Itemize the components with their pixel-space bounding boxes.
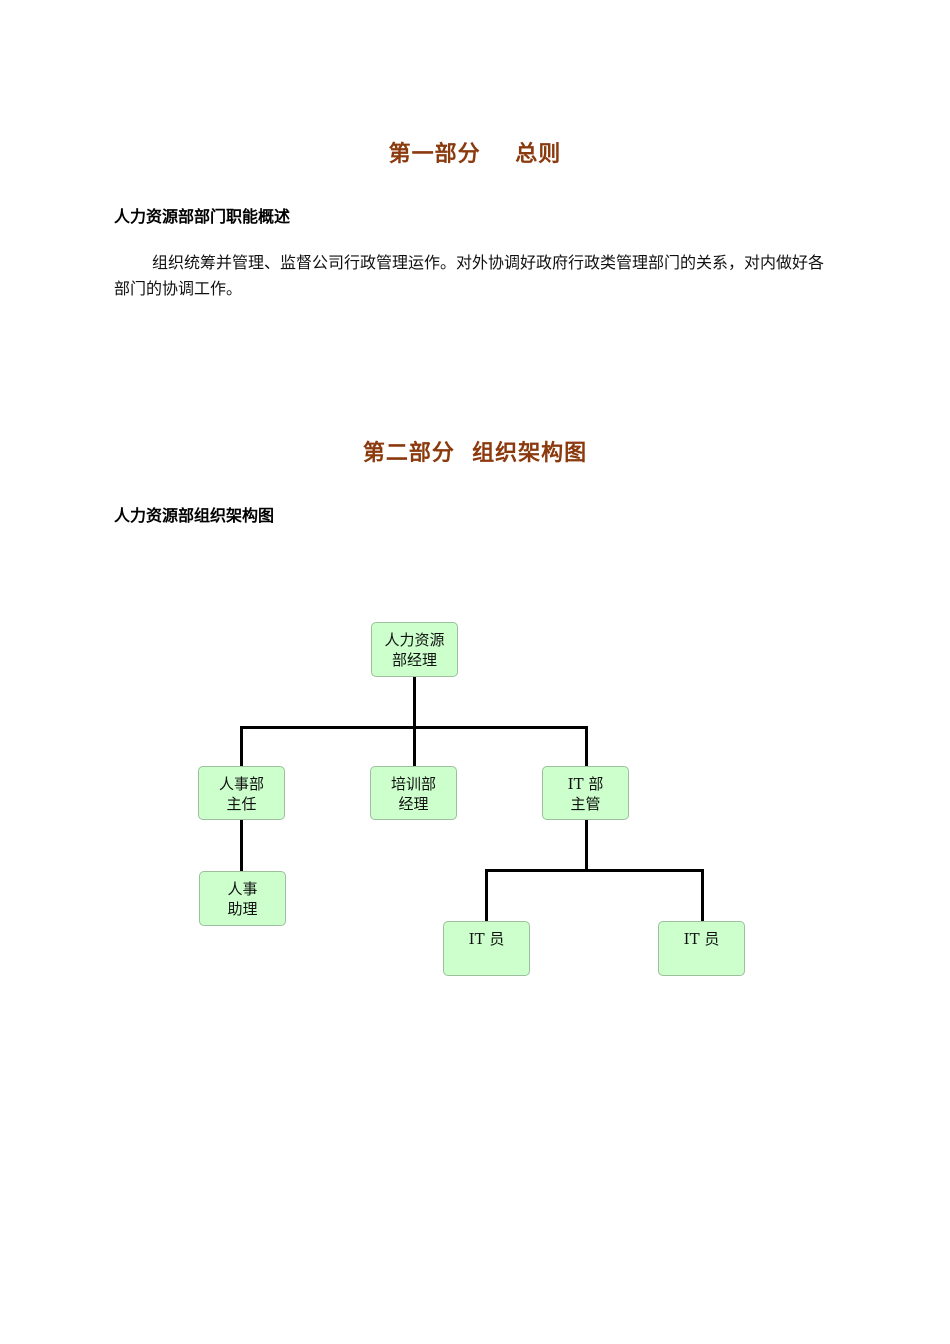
- node-hr-manager: 人力资源 部经理: [371, 622, 458, 677]
- part1-title: 第一部分 总则: [388, 141, 562, 167]
- part1-paragraph: 组织统筹并管理、监督公司行政管理运作。对外协调好政府行政类管理部门的关系，对内做…: [114, 253, 825, 298]
- connector-it-supervisor-down: [585, 819, 588, 871]
- connector-it-staff-2: [701, 869, 704, 921]
- node-hr-manager-line1: 人力资源: [384, 631, 445, 649]
- node-it-supervisor: IT 部 主管: [542, 766, 629, 820]
- part2-subtitle: 人力资源部组织架构图: [114, 506, 275, 525]
- node-training-manager: 培训部 经理: [370, 766, 457, 820]
- connector-it-staff-1: [485, 869, 488, 921]
- connector-root-down: [413, 676, 416, 728]
- connector-level2-horizontal: [485, 869, 704, 872]
- node-it-staff-1-line1: IT 员: [468, 930, 505, 948]
- node-hr-supervisor-line2: 主任: [226, 795, 257, 813]
- node-hr-assistant: 人事 助理: [199, 871, 286, 926]
- node-hr-manager-line2: 部经理: [391, 651, 437, 669]
- node-it-staff-2-line1: IT 员: [683, 930, 720, 948]
- node-training-manager-line2: 经理: [398, 795, 429, 813]
- node-hr-supervisor-line1: 人事部: [218, 775, 264, 793]
- node-training-manager-line1: 培训部: [390, 775, 436, 793]
- connector-hr-down: [240, 726, 243, 766]
- node-it-staff-2: IT 员: [658, 921, 745, 976]
- node-hr-assistant-line1: 人事: [227, 880, 258, 898]
- connector-hr-assistant: [240, 819, 243, 871]
- connector-training-down: [413, 726, 416, 766]
- node-it-staff-1: IT 员: [443, 921, 530, 976]
- part2-title: 第二部分 组织架构图: [362, 440, 588, 466]
- part1-subtitle: 人力资源部部门职能概述: [114, 207, 291, 226]
- node-hr-supervisor: 人事部 主任: [198, 766, 285, 820]
- node-hr-assistant-line2: 助理: [227, 900, 258, 918]
- node-it-supervisor-line2: 主管: [570, 795, 601, 813]
- node-it-supervisor-line1: IT 部: [567, 775, 604, 793]
- connector-it-down: [585, 726, 588, 766]
